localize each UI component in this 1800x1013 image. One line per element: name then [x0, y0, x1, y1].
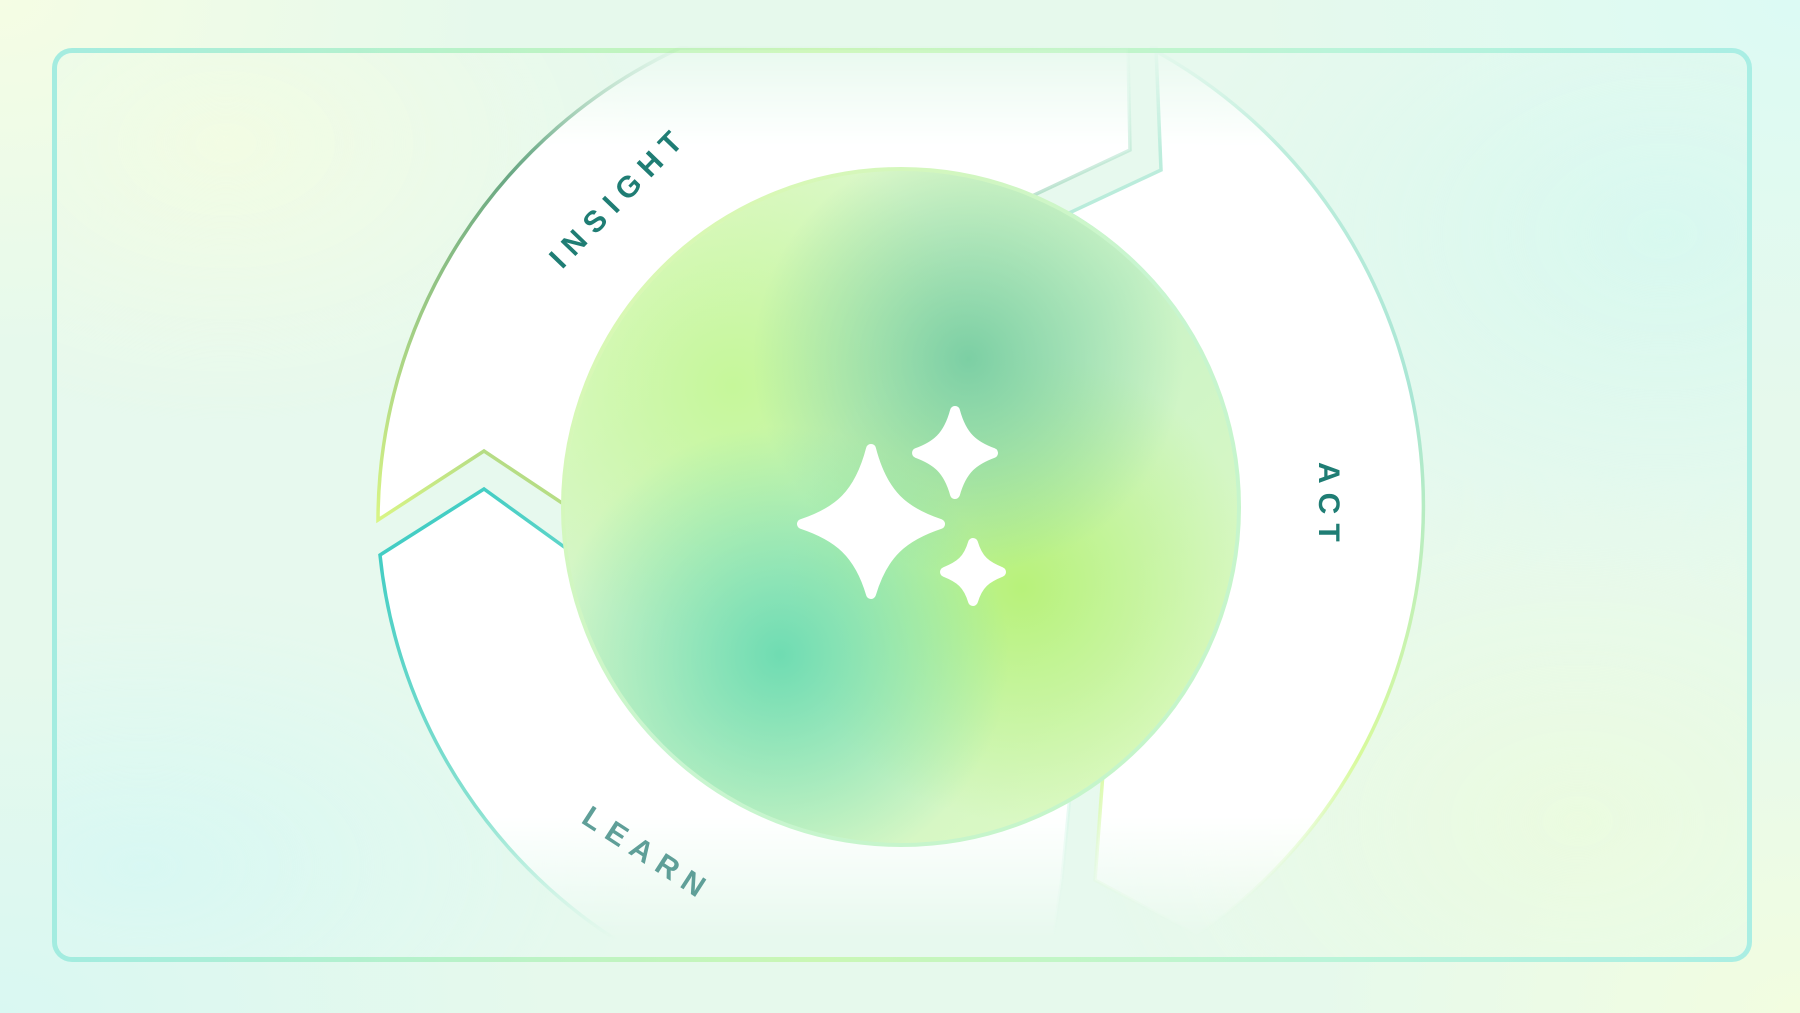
sparkles-icon	[797, 406, 1006, 606]
act-label: ACT	[1312, 462, 1345, 551]
sparkle-large	[797, 444, 945, 599]
sparkle-top	[912, 406, 998, 499]
sparkle-bottom	[940, 538, 1006, 606]
